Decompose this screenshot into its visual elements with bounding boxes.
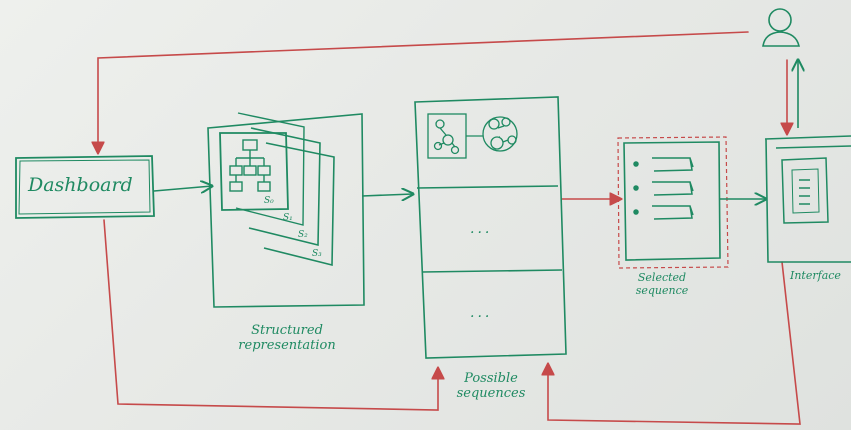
structured-label-line2: representation: [238, 337, 336, 353]
list-icon: [633, 157, 694, 220]
stack-label-s0: S₀: [264, 196, 274, 206]
dashboard-to-possible-arrow: [103, 219, 438, 411]
stack-sheet-s3: [263, 142, 335, 267]
interface-node: [764, 135, 851, 263]
selected-sequence-node: [617, 136, 729, 269]
document-icon: [781, 157, 829, 224]
structured-representation-node: [207, 112, 365, 308]
selected-sequence-label: Selected sequence: [622, 271, 702, 297]
user-icon: [762, 8, 801, 47]
structured-label-line1: Structured: [251, 323, 323, 338]
stack-sheet-s1: [235, 112, 305, 226]
user-to-dashboard-arrow: [98, 31, 749, 153]
interface-to-possible-arrow: [548, 261, 801, 425]
structured-representation-label: Structured representation: [222, 323, 352, 354]
possible-sequences-placeholder-1: ...: [470, 221, 493, 237]
stack-label-s1: S₁: [283, 213, 293, 223]
structured-to-possible-arrow: [361, 194, 413, 196]
dashboard-label: Dashboard: [28, 174, 133, 196]
possible-label-line2: sequences: [456, 385, 526, 401]
stack-label-s3: S₃: [312, 249, 322, 259]
stack-sheet-s0: [219, 132, 289, 211]
possible-label-line1: Possible: [464, 371, 518, 386]
dashboard-node: [15, 155, 155, 219]
tree-icon: [229, 139, 271, 192]
possible-sequences-placeholder-2: ...: [470, 305, 493, 321]
stack-sheet-s2: [248, 127, 321, 247]
selected-label-line1: Selected: [637, 271, 687, 284]
graph-icon: [427, 113, 518, 159]
selected-label-line2: sequence: [635, 283, 689, 297]
possible-sequences-node: [414, 96, 567, 359]
dashboard-to-structured-arrow: [153, 186, 212, 191]
feedback-arrows: [98, 31, 801, 425]
interface-label: Interface: [790, 269, 841, 282]
stack-label-s2: S₂: [298, 230, 308, 240]
possible-sequences-label: Possible sequences: [446, 371, 536, 402]
